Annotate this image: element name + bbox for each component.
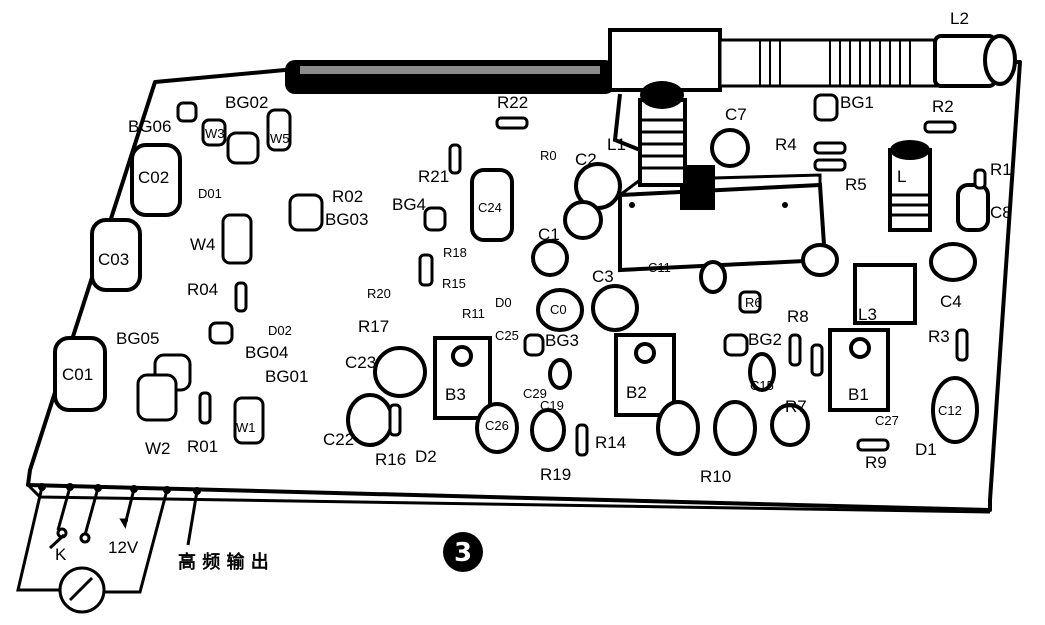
wiring (16, 486, 199, 614)
label-R10: R10 (700, 467, 731, 486)
label-R9: R9 (865, 453, 887, 472)
label-D01: D01 (198, 186, 222, 201)
label-L-osc: L (897, 167, 906, 186)
label-BG01: BG01 (265, 367, 308, 386)
resistors (198, 116, 987, 457)
label-BG03: BG03 (325, 210, 368, 229)
label-R1: R1 (990, 160, 1012, 179)
label-C4: C4 (940, 292, 962, 311)
label-D1: D1 (915, 440, 937, 459)
label-R04: R04 (187, 280, 218, 299)
label-C3: C3 (592, 267, 614, 286)
label-C27: C27 (875, 413, 899, 428)
label-L1: L1 (607, 135, 626, 154)
label-switch-K: K (55, 545, 67, 564)
label-B1: B1 (848, 385, 869, 404)
label-R18: R18 (443, 245, 467, 260)
label-W1: W1 (236, 420, 256, 435)
label-L2: L2 (950, 9, 969, 28)
label-R02: R02 (332, 187, 363, 206)
label-L3: L3 (858, 305, 877, 324)
if-transformers (433, 263, 917, 420)
label-C22: C22 (323, 430, 354, 449)
label-C11: C11 (648, 260, 671, 275)
label-R01: R01 (187, 437, 218, 456)
label-R5: R5 (845, 175, 867, 194)
label-C24: C24 (478, 200, 502, 215)
label-R16: R16 (375, 450, 406, 469)
label-R6: R6 (745, 295, 762, 310)
label-C2: C2 (575, 150, 597, 169)
label-R4: R4 (775, 135, 797, 154)
label-W5: W5 (270, 131, 290, 146)
label-B3: B3 (445, 385, 466, 404)
label-B2: B2 (626, 383, 647, 402)
label-C0: C0 (550, 302, 567, 317)
label-C19: C19 (540, 398, 564, 413)
label-W3: W3 (205, 126, 225, 141)
figure-badge (443, 532, 483, 572)
label-D0: D0 (495, 295, 512, 310)
label-C26: C26 (485, 418, 509, 433)
small-transistors (136, 93, 839, 445)
label-C12: C12 (938, 403, 962, 418)
label-R14: R14 (595, 433, 626, 452)
shield-box (618, 165, 828, 273)
label-R17: R17 (358, 317, 389, 336)
label-C7: C7 (725, 105, 747, 124)
label-BG1: BG1 (840, 93, 874, 112)
label-R22: R22 (497, 93, 528, 112)
label-C15: C15 (750, 378, 774, 393)
label-C23: C23 (345, 353, 376, 372)
label-BG2: BG2 (748, 330, 782, 349)
label-R0: R0 (540, 148, 557, 163)
label-R3: R3 (928, 327, 950, 346)
figure-number: 3 (454, 538, 472, 568)
coil-L-osc (888, 140, 932, 232)
label-BG3: BG3 (545, 331, 579, 350)
label-W2: W2 (145, 439, 171, 458)
coil-L1 (638, 81, 687, 187)
label-C8: C8 (990, 203, 1012, 222)
label-BG06: BG06 (128, 117, 171, 136)
label-C03: C03 (98, 250, 129, 269)
disc-caps (346, 128, 979, 456)
label-BG05: BG05 (116, 329, 159, 348)
label-BG4: BG4 (392, 195, 426, 214)
label-W4: W4 (190, 235, 216, 254)
label-R19: R19 (540, 465, 571, 484)
label-BG02: BG02 (225, 93, 268, 112)
label-C1: C1 (538, 225, 560, 244)
label-R15: R15 (442, 276, 466, 291)
label-C01: C01 (62, 365, 93, 384)
labels: L2 L1 L3 L BG06 BG02 BG03 BG04 BG05 BG01… (55, 9, 1012, 573)
label-D02: D02 (268, 323, 292, 338)
label-R8: R8 (787, 307, 809, 326)
label-BG04: BG04 (245, 343, 288, 362)
label-12V: 12V (108, 538, 139, 557)
label-C25: C25 (495, 328, 519, 343)
label-R2: R2 (932, 97, 954, 116)
label-C29: C29 (523, 386, 547, 401)
label-R7: R7 (785, 397, 807, 416)
label-C02: C02 (138, 168, 169, 187)
label-hf-output: 高 频 输 出 (178, 551, 269, 573)
label-R21: R21 (418, 167, 449, 186)
label-R20: R20 (367, 286, 391, 301)
electrolytic-caps (53, 143, 990, 412)
label-R11: R11 (462, 306, 485, 321)
ferrite-rod (285, 28, 1017, 152)
label-D2: D2 (415, 447, 437, 466)
